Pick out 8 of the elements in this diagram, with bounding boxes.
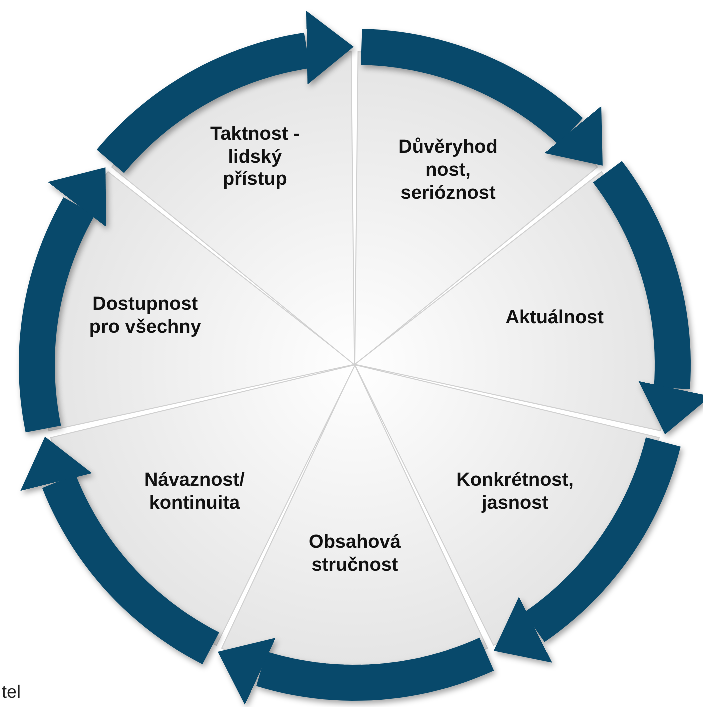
segment-label: Návaznost/ kontinuita bbox=[144, 470, 246, 516]
segment-label: Dostupnost pro všechny bbox=[88, 294, 202, 340]
segment-label: Aktuálnost bbox=[504, 308, 605, 331]
segment-label: Taktnost - lidský přístup bbox=[210, 124, 301, 192]
segment-label: Důvěryhod nost, serióznost bbox=[398, 137, 499, 206]
segment-label: Obsahová stručnost bbox=[308, 532, 402, 578]
note-text: tel bbox=[2, 682, 22, 703]
segment-label: Konkrétnost, jasnost bbox=[456, 470, 575, 516]
